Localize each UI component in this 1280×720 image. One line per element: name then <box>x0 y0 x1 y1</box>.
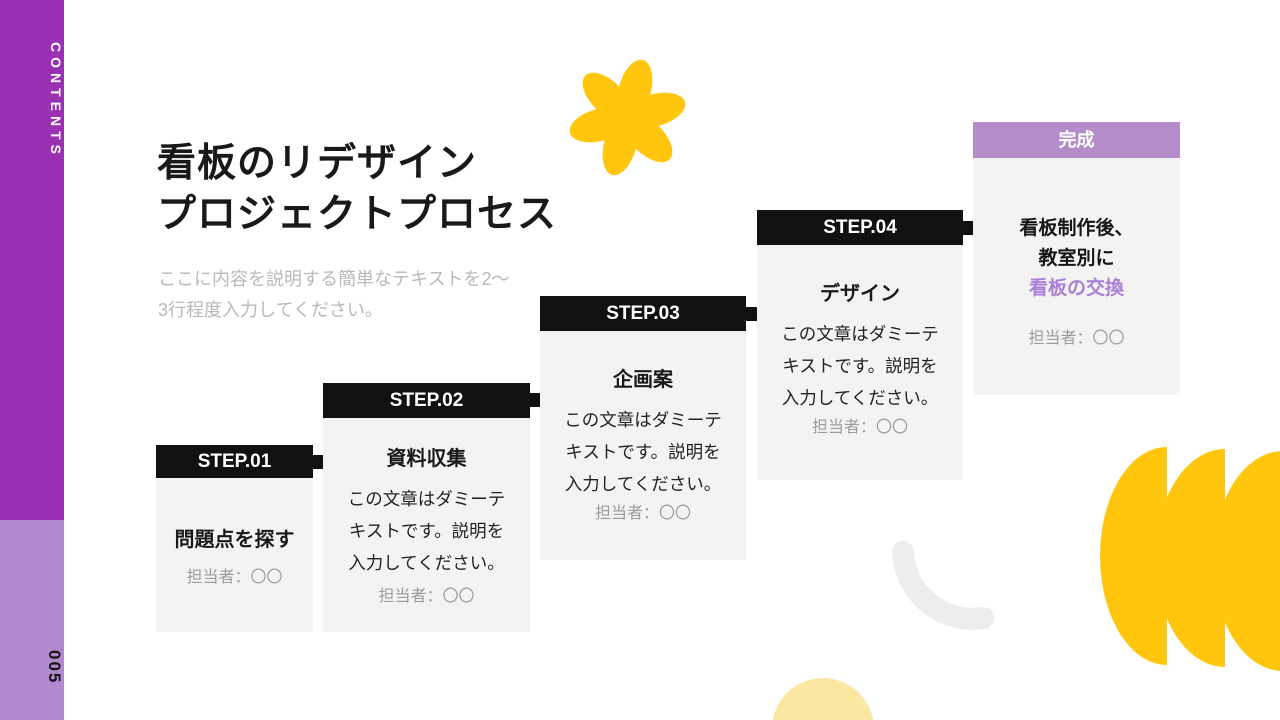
flower-icon <box>569 59 686 176</box>
pale-circle-shape <box>772 678 874 720</box>
half-moon-shapes-icon <box>1100 447 1280 671</box>
step-03-description: この文章はダミーテ キストです。説明を 入力してください。 <box>564 410 722 494</box>
step-04-card: デザイン この文章はダミーテ キストです。説明を 入力してください。 担当者：〇… <box>757 245 963 480</box>
sidebar-bottom-band <box>0 520 64 720</box>
step-03-card: 企画案 この文章はダミーテ キストです。説明を 入力してください。 担当者：〇〇 <box>540 331 746 560</box>
step-02-owner: 担当者：〇〇 <box>378 588 475 605</box>
sidebar-contents-label: CONTENTS <box>48 42 64 159</box>
slide-title: 看板のリデザイン プロジェクトプロセス <box>157 142 558 236</box>
sidebar-top-band <box>0 0 64 520</box>
step-01-title: 問題点を探す <box>174 529 295 551</box>
step-04-description: この文章はダミーテ キストです。説明を 入力してください。 <box>781 324 939 408</box>
completion-highlight-text: 看板の交換 <box>1028 278 1124 299</box>
step-03-title: 企画案 <box>613 369 673 391</box>
completion-banner: 完成 <box>973 122 1180 158</box>
step-01-card: 問題点を探す 担当者：〇〇 <box>156 478 313 632</box>
completion-owner: 担当者：〇〇 <box>1028 330 1125 347</box>
page-number: 005 <box>45 650 64 685</box>
step-02-title: 資料収集 <box>386 448 467 470</box>
arc-shape-icon <box>892 541 994 630</box>
step-04-owner: 担当者：〇〇 <box>811 419 908 436</box>
slide-subtitle: ここに内容を説明する簡単なテキストを2〜 3行程度入力してください。 <box>158 269 510 320</box>
step-02-description: この文章はダミーテ キストです。説明を 入力してください。 <box>347 489 506 573</box>
step-02-card: 資料収集 この文章はダミーテ キストです。説明を 入力してください。 担当者：〇… <box>323 418 530 632</box>
completion-card: 看板制作後、 教室別に 看板の交換 担当者：〇〇 <box>973 158 1180 395</box>
step-01-owner: 担当者：〇〇 <box>186 569 283 586</box>
step-03-banner: STEP.03 <box>540 296 746 331</box>
step-03-owner: 担当者：〇〇 <box>594 505 691 522</box>
step-04-title: デザイン <box>820 283 900 305</box>
step-01-banner: STEP.01 <box>156 445 313 478</box>
step-04-banner: STEP.04 <box>757 210 963 245</box>
step-02-banner: STEP.02 <box>323 383 530 418</box>
completion-text: 看板制作後、 教室別に <box>1019 218 1134 269</box>
